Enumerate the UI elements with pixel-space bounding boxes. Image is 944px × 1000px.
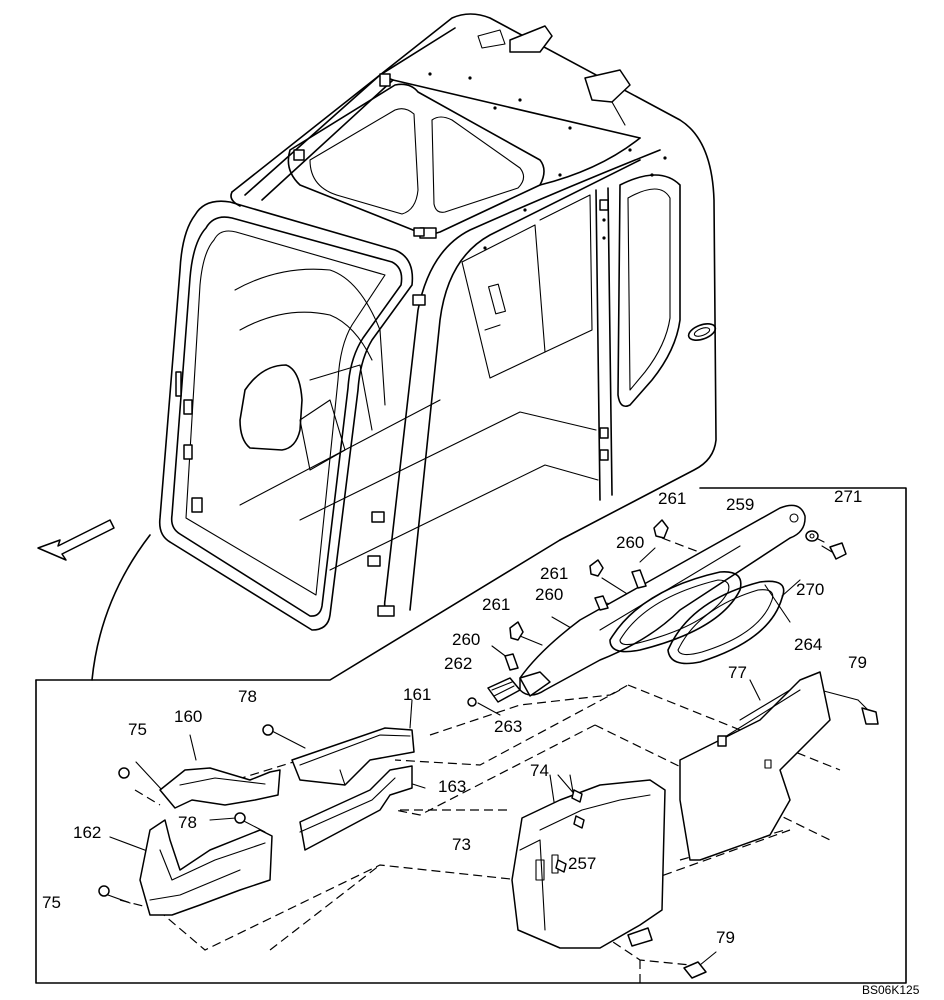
part-79-bolt-lower bbox=[683, 961, 707, 979]
part-271-washer bbox=[805, 530, 819, 542]
callout-161: 161 bbox=[403, 685, 431, 704]
part-264-seal bbox=[609, 571, 785, 665]
part-160-duct bbox=[159, 767, 281, 809]
part-270-bolt bbox=[821, 542, 847, 560]
callout-260: 260 bbox=[616, 533, 644, 552]
callout-270: 270 bbox=[796, 580, 824, 599]
callout-79: 79 bbox=[848, 653, 867, 672]
part-261-clips bbox=[509, 519, 669, 641]
part-75-screw-lower bbox=[98, 885, 110, 897]
callout-260: 260 bbox=[535, 585, 563, 604]
drawing-code: BS06K125 bbox=[862, 983, 920, 997]
part-78-screw-lower bbox=[234, 812, 246, 824]
callout-163: 163 bbox=[438, 777, 466, 796]
part-263-screw bbox=[467, 697, 477, 707]
callout-78: 78 bbox=[238, 687, 257, 706]
callout-262: 262 bbox=[444, 654, 472, 673]
cab-frame bbox=[158, 13, 717, 631]
callout-162: 162 bbox=[73, 823, 101, 842]
callout-75: 75 bbox=[42, 893, 61, 912]
callout-labels: 261 259 271 260 261 260 270 261 260 264 … bbox=[42, 487, 867, 947]
front-direction-arrow bbox=[37, 519, 115, 561]
callout-261: 261 bbox=[658, 489, 686, 508]
callout-260: 260 bbox=[452, 630, 480, 649]
part-77-panel bbox=[679, 671, 831, 861]
callout-257: 257 bbox=[568, 854, 596, 873]
callout-78: 78 bbox=[178, 813, 197, 832]
part-79-bolt-upper bbox=[861, 707, 879, 725]
callout-77: 77 bbox=[728, 663, 747, 682]
callout-75: 75 bbox=[128, 720, 147, 739]
part-73-duct bbox=[511, 779, 666, 949]
part-163-duct bbox=[299, 765, 413, 851]
part-74-clips bbox=[555, 789, 585, 873]
part-78-screw-upper bbox=[262, 724, 274, 736]
part-161-duct bbox=[291, 727, 415, 786]
callout-74: 74 bbox=[530, 761, 549, 780]
part-260-clips bbox=[504, 569, 647, 671]
callout-160: 160 bbox=[174, 707, 202, 726]
callout-259: 259 bbox=[726, 495, 754, 514]
part-257-pad bbox=[627, 927, 653, 947]
detail-frame bbox=[35, 487, 907, 984]
callout-79: 79 bbox=[716, 928, 735, 947]
callout-264: 264 bbox=[794, 635, 822, 654]
callout-261: 261 bbox=[540, 564, 568, 583]
part-162-duct bbox=[139, 819, 273, 916]
part-75-screw-upper bbox=[118, 767, 130, 779]
part-262-grommet bbox=[487, 677, 521, 703]
callout-271: 271 bbox=[834, 487, 862, 506]
callout-263: 263 bbox=[494, 717, 522, 736]
callout-261: 261 bbox=[482, 595, 510, 614]
callout-73: 73 bbox=[452, 835, 471, 854]
